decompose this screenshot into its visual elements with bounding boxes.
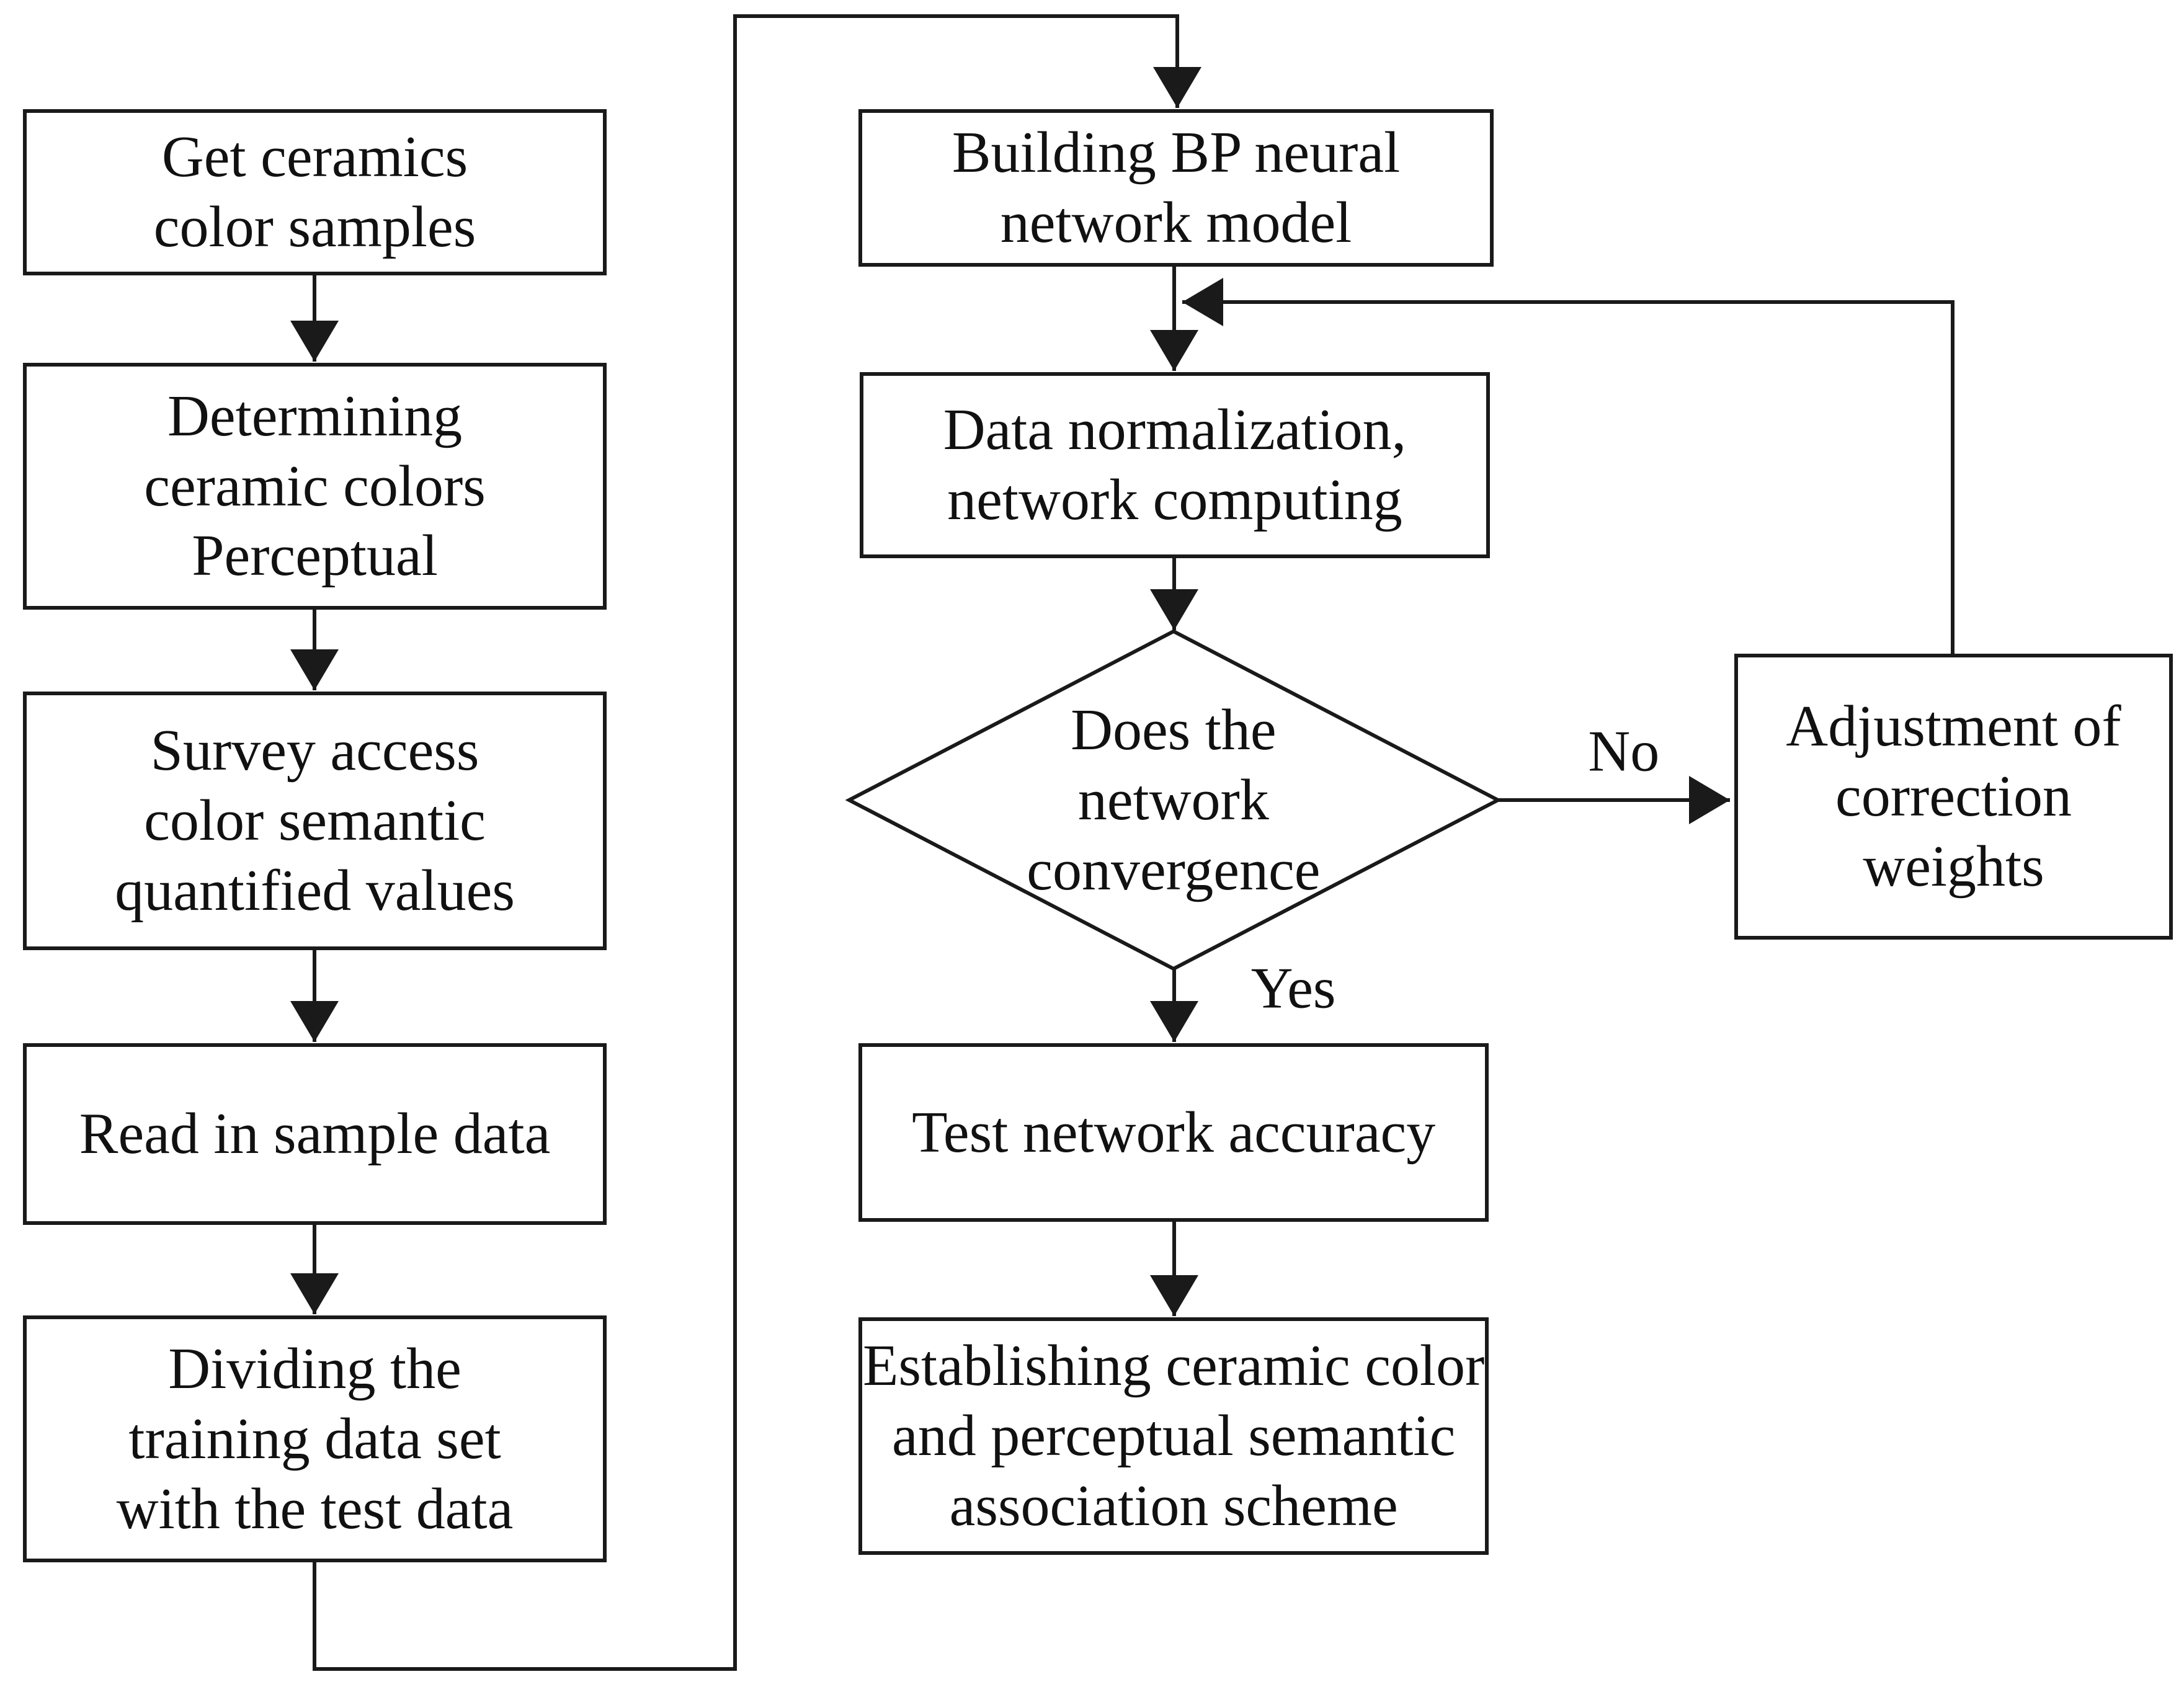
node-read-sample-data: Read in sample data <box>22 1043 607 1225</box>
node-survey-access-values: Survey access color semantic quantified … <box>22 691 607 950</box>
node-text-line: quantified values <box>115 858 515 923</box>
node-convergence-decision-text: Does the network convergence <box>1027 695 1320 905</box>
edge-label-no: No <box>1588 719 1660 784</box>
node-text-line: Dividing the <box>168 1336 461 1401</box>
node-text-line: network computing <box>947 467 1402 532</box>
node-text-line: Read in sample data <box>79 1101 551 1167</box>
node-text-line: network <box>1077 767 1269 832</box>
node-establishing-association-scheme: Establishing ceramic color and perceptua… <box>858 1317 1489 1555</box>
node-text-line: with the test data <box>116 1476 514 1541</box>
node-text-line: network model <box>1000 190 1352 256</box>
node-test-network-accuracy: Test network accuracy <box>858 1043 1489 1222</box>
node-text-line: Adjustment of <box>1786 694 2121 759</box>
node-text-line: Building BP neural <box>952 120 1401 185</box>
node-text-line: Perceptual <box>192 523 438 589</box>
node-get-ceramics-color-samples: Get ceramics color samples <box>22 109 607 275</box>
node-text-line: color samples <box>153 194 476 259</box>
node-text-line: correction <box>1835 763 2072 829</box>
node-text-line: convergence <box>1027 837 1321 902</box>
connector-dividing-to-building-bp <box>313 14 1201 1671</box>
node-text-line: weights <box>1863 834 2044 899</box>
node-text-line: Test network accuracy <box>912 1100 1436 1165</box>
node-text-line: Establishing ceramic color <box>863 1333 1485 1399</box>
node-text-line: training data set <box>128 1406 501 1471</box>
node-building-bp-network: Building BP neural network model <box>858 109 1494 267</box>
node-data-normalization: Data normalization, network computing <box>859 372 1491 558</box>
connector-adjustment-feedback <box>1182 278 1954 654</box>
node-text-line: and perceptual semantic <box>892 1404 1456 1469</box>
node-adjustment-correction-weights: Adjustment of correction weights <box>1734 653 2173 940</box>
node-text-line: Data normalization, <box>943 398 1407 463</box>
node-text-line: ceramic colors <box>144 453 486 518</box>
edge-label-yes: Yes <box>1250 956 1336 1021</box>
node-dividing-training-test-data: Dividing the training data set with the … <box>22 1315 607 1563</box>
node-text-line: Survey access <box>150 718 479 783</box>
node-text-line: Get ceramics <box>161 125 468 190</box>
node-text-line: Determining <box>167 383 463 448</box>
node-text-line: Does the <box>1071 697 1277 762</box>
node-determining-ceramic-colors: Determining ceramic colors Perceptual <box>22 362 607 610</box>
node-text-line: color semantic <box>144 788 486 853</box>
node-text-line: association scheme <box>949 1473 1398 1538</box>
